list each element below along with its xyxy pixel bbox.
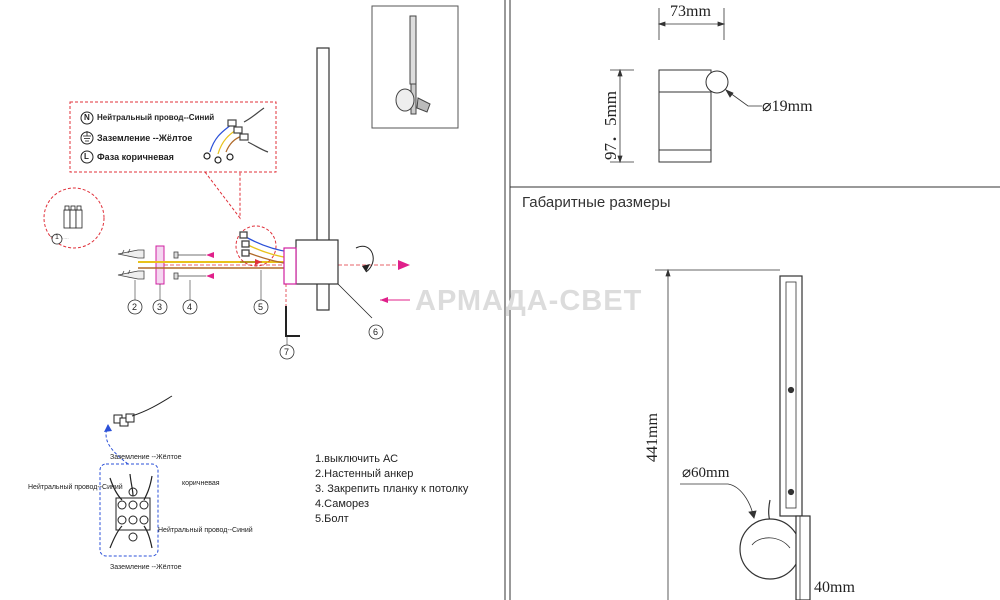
top-dimension-lines: [610, 8, 762, 164]
insert-arrow-lower: [206, 273, 214, 279]
callout-1: 1: [55, 234, 59, 241]
step-2: 2.Настенный анкер: [315, 468, 414, 480]
rotation-arrow-icon: [355, 245, 374, 273]
top-view-part: [658, 69, 729, 163]
legend-wiring-icon: [203, 107, 269, 164]
terminal-block-detail-circle: [43, 187, 105, 249]
lamp-wall-base: [295, 239, 339, 285]
side-view-lamp: [739, 275, 811, 600]
terminal-detail-plug: [113, 395, 173, 427]
terminal-phase-right: коричневая: [182, 480, 220, 487]
instruction-steps: 1.выключить АС 2.Настенный анкер 3. Закр…: [315, 452, 468, 527]
screw-upper: [173, 251, 206, 259]
legend-phase-text: Фаза коричневая: [97, 152, 174, 162]
legend-ground-text: Заземление --Жёлтое: [97, 133, 193, 143]
screw-lower: [173, 272, 206, 280]
terminal-neutral-right: Нейтральный провод--Синий: [158, 527, 253, 534]
main-dimension-lines: [655, 268, 811, 600]
legend-phase-letter: L: [84, 152, 89, 161]
step-5: 5.Болт: [315, 513, 349, 525]
section-title: Габаритные размеры: [522, 194, 671, 211]
hex-key: [285, 306, 300, 337]
terminal-ground-top: Заземление --Жёлтое: [110, 454, 182, 461]
lamp-base-plate: [283, 247, 297, 285]
lamp-arm: [316, 47, 330, 249]
legend-callout-box: [69, 101, 277, 173]
wiring-connectors: [239, 231, 291, 265]
terminal-block: [115, 487, 151, 542]
legend-phase-symbol: [80, 150, 94, 164]
callout-3: 3: [157, 302, 163, 312]
dim-diameter-top: ⌀19mm: [762, 98, 813, 115]
wall-anchor-upper: [117, 248, 145, 259]
thumbnail-lamp: [395, 15, 431, 115]
step-1: 1.выключить АС: [315, 453, 399, 465]
dim-height-main: 441mm: [644, 413, 661, 462]
mounting-plate: [155, 245, 165, 285]
legend-callout-pointer: [204, 171, 241, 220]
dim-width-top: 73mm: [670, 3, 711, 20]
terminal-ground-bottom: Заземление --Жёлтое: [110, 564, 182, 571]
direction-arrow-right: [398, 260, 410, 270]
insert-arrow-upper: [206, 252, 214, 258]
step-3: 3. Закрепить планку к потолку: [315, 483, 469, 495]
svg-text:·····: ·····: [62, 236, 69, 241]
terminal-wires: [109, 473, 153, 549]
terminal-detail-pointer: [105, 424, 129, 465]
wiring-detail-circle: [235, 225, 277, 267]
callout-7: 7: [284, 347, 290, 357]
step-4: 4.Саморез: [315, 498, 370, 510]
thumbnail-frame: [371, 5, 459, 129]
callout-4: 4: [187, 302, 193, 312]
terminal-detail-box: [99, 463, 159, 557]
terminal-block-icon: [63, 205, 83, 229]
wall-anchor-lower: [117, 269, 145, 280]
dim-height-top: 97．5mm: [601, 91, 620, 160]
lamp-arm-lower: [316, 281, 330, 311]
dim-base-width: 40mm: [814, 579, 855, 596]
legend-neutral-text: Нейтральный провод--Синий: [97, 113, 215, 122]
callout-6: 6: [373, 327, 379, 337]
callout-circles: [51, 233, 384, 360]
legend-neutral-letter: N: [84, 113, 90, 122]
terminal-neutral-left: Нейтральный провод--Синий: [28, 484, 123, 491]
callout-2: 2: [132, 302, 138, 312]
dim-diameter-main: ⌀60mm: [682, 465, 730, 481]
legend-neutral-symbol: [80, 111, 94, 125]
watermark: АРМАДА-СВЕТ: [415, 285, 643, 317]
callout-5: 5: [258, 302, 264, 312]
